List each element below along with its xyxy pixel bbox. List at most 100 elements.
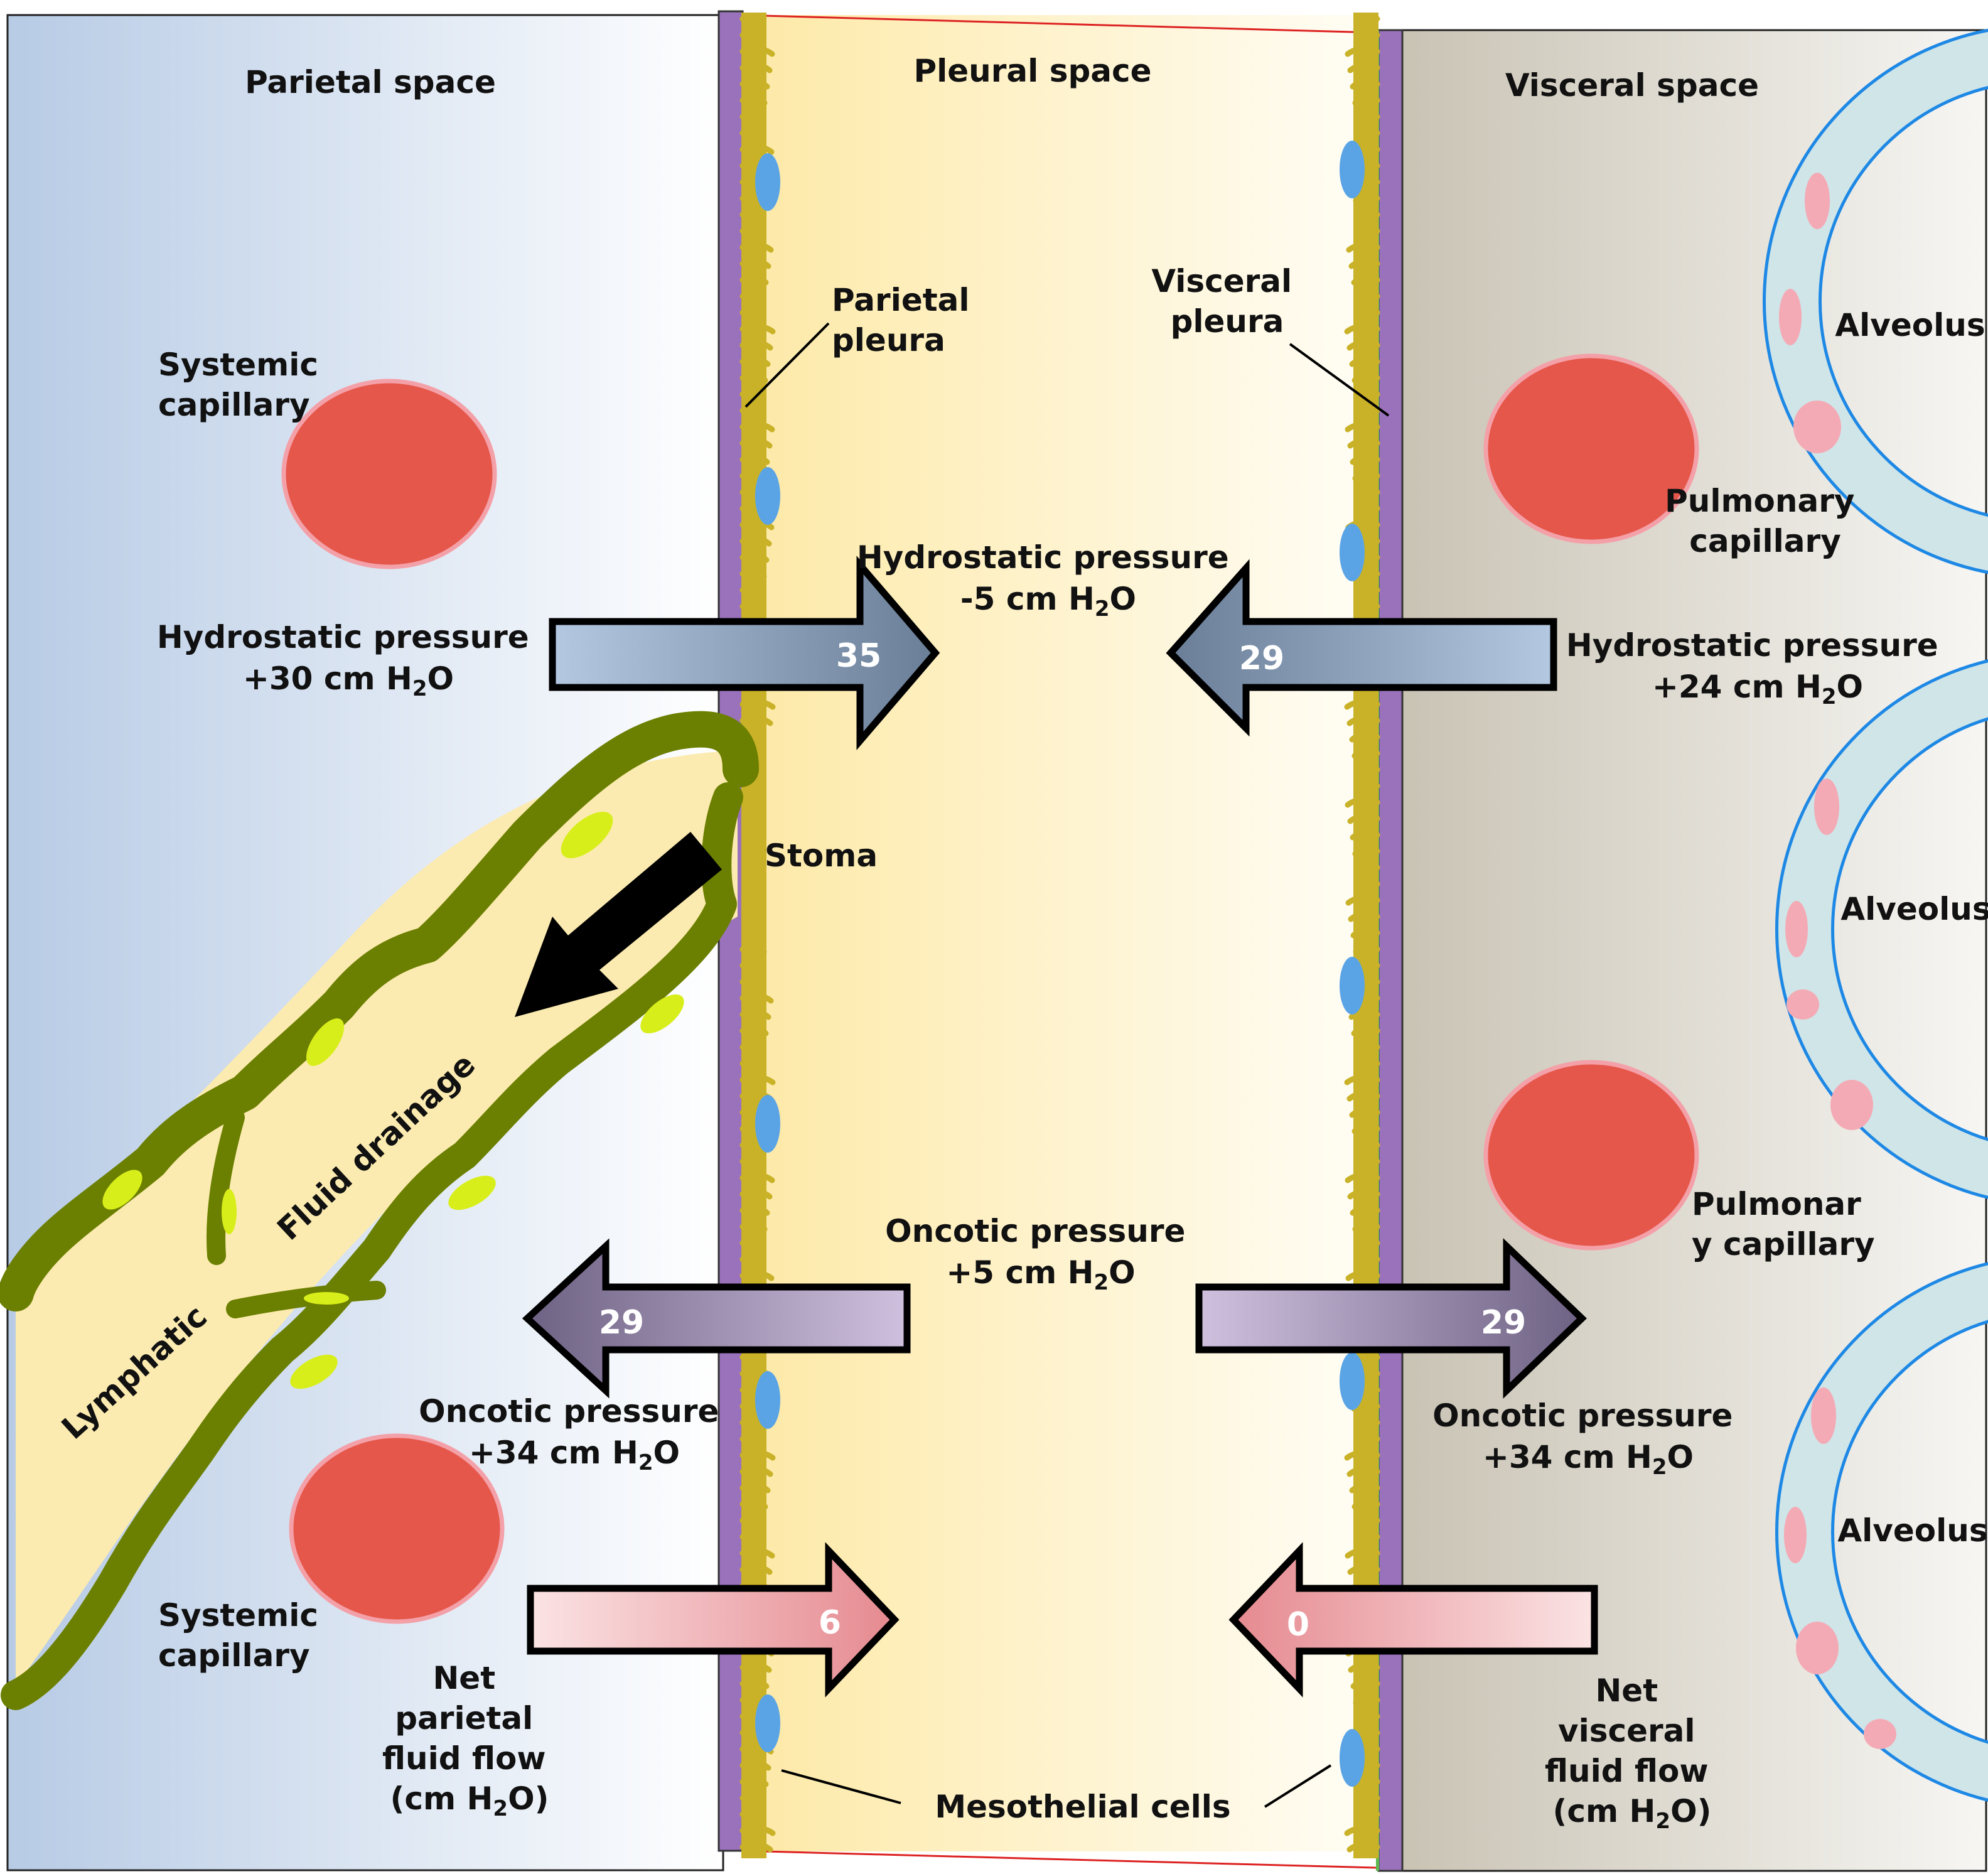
microvillus [1357, 127, 1380, 139]
microvillus [1354, 389, 1380, 400]
microvillus [1355, 1711, 1380, 1722]
alveolus-3 [1775, 1262, 1988, 1802]
net-parietal-value: 6 [819, 1604, 841, 1642]
microvillus [739, 144, 775, 155]
microvillus [739, 356, 771, 367]
microvillus [1350, 1205, 1380, 1216]
microvillus [1348, 911, 1380, 922]
lymphatic-vessel [0, 711, 759, 1710]
microvillus [1352, 1221, 1380, 1232]
lymphatic-cell [640, 994, 684, 1034]
parietal-space-title: Parietal space [245, 64, 496, 100]
mesothelial-nucleus [1340, 524, 1365, 581]
microvillus [1349, 1482, 1380, 1494]
microvillus [1355, 584, 1380, 596]
net-visceral-value: 0 [1287, 1606, 1309, 1644]
microvillus [739, 1760, 771, 1771]
microvillus [1350, 927, 1380, 939]
microvillus [1350, 1678, 1380, 1689]
alveolus-1-label: Alveolus [1835, 307, 1985, 343]
net-visceral-flow-label: Net visceral fluid flow (cm H2O) [1545, 1672, 1719, 1834]
microvillus [1347, 438, 1380, 449]
stoma-label: Stoma [765, 837, 878, 874]
mesothelial-nucleus [755, 467, 780, 525]
microvillus [739, 421, 775, 433]
microvillus [1348, 1009, 1380, 1020]
microvillus [739, 340, 773, 351]
microvillus [1347, 813, 1380, 824]
lymphatic-cell [448, 1175, 496, 1210]
microvillus [739, 1025, 769, 1037]
visceral-hydrostatic-pressure-label: Hydrostatic pressure +24 cm H2O [1566, 627, 1949, 709]
lymphatic-cell [304, 1292, 349, 1305]
microvillus [1344, 323, 1380, 335]
microvillus [1355, 111, 1380, 122]
microvillus [739, 1548, 775, 1559]
microvillus [1352, 95, 1380, 106]
microvillus [1345, 797, 1380, 808]
microvillus [1345, 1270, 1380, 1281]
lymphatic-lower-wall [1, 782, 743, 1710]
alveolar-cell [1784, 1507, 1807, 1563]
microvillus [739, 1482, 771, 1494]
visceral-mesothelium [1340, 13, 1380, 1858]
microvillus [1357, 1531, 1380, 1543]
microvillus [739, 1188, 773, 1200]
systemic-capillary-top-label: Systemic capillary [158, 347, 329, 423]
microvillus [1347, 1188, 1380, 1200]
microvillus [739, 225, 762, 237]
pleural-bottom-edge [740, 1850, 1377, 1869]
microvillus [739, 1237, 765, 1249]
microvillus [1346, 1090, 1380, 1102]
mesothelial-nucleus [755, 1371, 780, 1429]
microvillus [739, 552, 770, 563]
microvillus [739, 209, 765, 220]
microvillus [739, 389, 766, 400]
mesothelial-nucleus [1340, 957, 1365, 1015]
microvillus [1357, 780, 1380, 792]
pulmonary-capillary-bottom [1483, 1060, 1699, 1251]
microvillus [1348, 258, 1380, 269]
alveolus-1 [1763, 28, 1988, 574]
microvillus [1357, 878, 1380, 890]
mesothelial-nucleus [755, 1694, 780, 1752]
microvillus [1358, 1352, 1380, 1363]
lymphatic-cell [306, 1018, 345, 1066]
net-parietal-flow-label: Net parietal fluid flow (cm H2O) [382, 1660, 557, 1821]
oncotic-parietal-value: 29 [599, 1304, 644, 1342]
microvillus [739, 584, 765, 596]
hydrostatic-parietal-value: 35 [836, 637, 881, 675]
microvillus [1358, 1727, 1380, 1738]
pulmonary-capillary-top [1483, 353, 1699, 544]
hydrostatic-arrow-visceral: 29 [1166, 559, 1557, 737]
microvillus [739, 1205, 770, 1216]
microvillus [1347, 62, 1380, 73]
alveolar-cell [1830, 1080, 1873, 1130]
microvillus [739, 372, 768, 384]
microvillus [1346, 1841, 1380, 1853]
visceral-space-title: Visceral space [1505, 67, 1759, 104]
microvillus [1350, 78, 1380, 90]
lymphatic-cell [102, 1170, 142, 1210]
lymphatic-cell [561, 811, 613, 859]
microvillus [739, 960, 765, 971]
microvillus [739, 993, 774, 1004]
systemic-capillary-bottom-label: Systemic capillary [158, 1597, 329, 1674]
microvillus [1357, 1156, 1380, 1167]
microvillus [1354, 1139, 1380, 1151]
microvillus [1344, 1074, 1380, 1085]
microvillus [1354, 1515, 1380, 1526]
microvillus [1350, 454, 1380, 465]
microvillus [739, 13, 766, 24]
pleural-space-background [741, 15, 1376, 1851]
microvillus [1355, 209, 1380, 220]
microvillus [739, 1042, 766, 1053]
parietal-pleura-leader [744, 322, 830, 408]
visceral-pleura-leader [1289, 343, 1390, 417]
microvillus [1345, 46, 1380, 57]
microvillus [1353, 1694, 1380, 1706]
oncotic-visceral-value: 29 [1481, 1304, 1526, 1342]
microvillus [739, 1058, 764, 1069]
microvillus [1345, 1548, 1380, 1559]
microvillus [1348, 1662, 1380, 1673]
